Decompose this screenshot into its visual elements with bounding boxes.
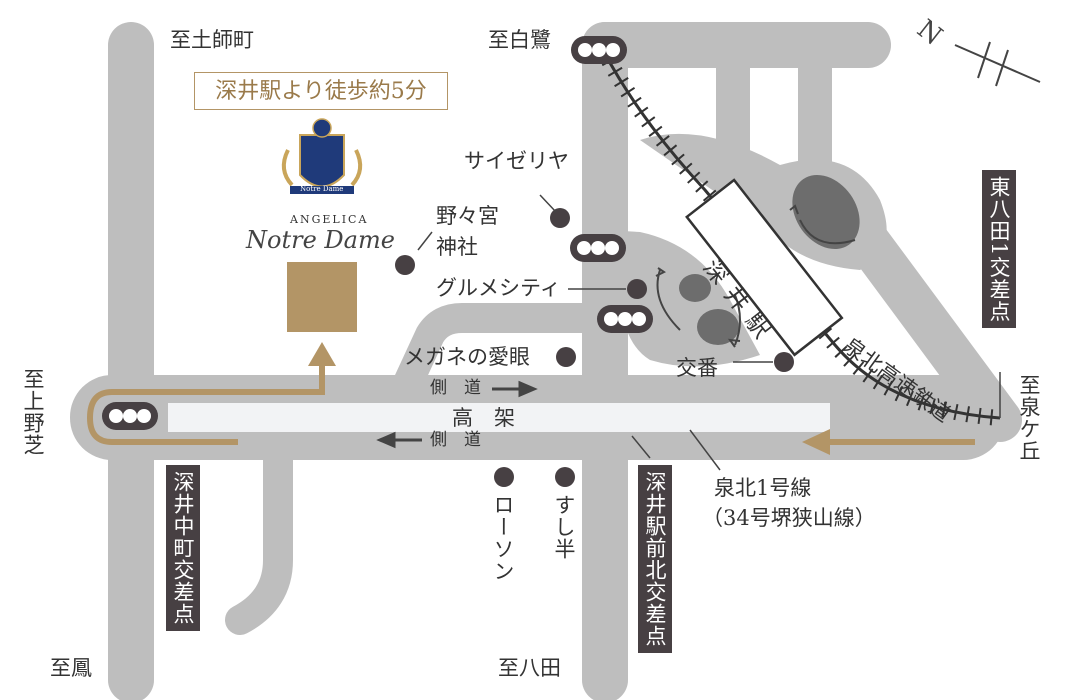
landmark-gourmet-city: グルメシティ [436,276,561,300]
side-road-bottom-label: 側 道 [430,430,481,450]
dir-otori: 至鳳 [50,656,92,680]
roundabout-island-mid [679,274,711,302]
landmark-nonomiya-1: 野々宮 [436,204,499,228]
landmark-lawson: ローソン [491,494,515,582]
dot-saizeriya [550,208,570,228]
traffic-light-gourmet [597,305,653,333]
route-arrow-up [308,342,336,366]
crest-ribbon-text: Notre Dame [300,185,344,193]
roundabout-island-upper [792,174,860,250]
dir-shirasagi: 至白鷺 [488,28,551,52]
route-line-2: （34号堺狭山線） [702,506,876,530]
dot-nonomiya [395,255,415,275]
traffic-light-mid [570,234,626,262]
roundabout-arrows [655,204,856,348]
side-road-arrows [376,380,538,449]
landmark-koban: 交番 [676,356,718,380]
traffic-light-left [102,402,158,430]
road-curve-bottom-left [225,403,293,635]
walk-time-note: 深井駅より徒歩約5分 [194,72,448,110]
station-building [685,178,844,357]
viaduct-band [168,403,830,432]
dot-gourmet-city [627,279,647,299]
dot-lawson [494,467,514,487]
roundabout-island-low [697,309,739,345]
route-arrow-left [802,429,830,455]
dot-sushihan [555,467,575,487]
dir-tsuchiyamachi: 至土師町 [170,28,254,52]
traffic-light-shirasagi [571,36,627,64]
dot-koban [774,352,794,372]
brand-top: ANGELICA [290,213,369,226]
landmark-sushihan: すし半 [552,494,576,560]
dir-kaminoshiba: 至上野芝 [21,368,45,456]
dot-megane [556,347,576,367]
north-arrow [954,41,1041,87]
intersection-fukaiekimaekita: 深井駅前北交差点 [638,465,672,653]
landmark-saizeriya: サイゼリヤ [464,149,569,173]
brand-name: Notre Dame [246,226,395,254]
walking-route [86,362,975,445]
viaduct-label: 高 架 [452,406,515,430]
landmark-dots [395,208,794,487]
road-gourmet-link [385,303,600,415]
dir-izumigaoka: 至泉ケ丘 [1017,374,1041,462]
leader-lines [417,194,1001,471]
route-line-1: 泉北1号線 [714,476,812,500]
intersection-higashihatta: 東八田1交差点 [982,170,1016,329]
dir-hatta: 至八田 [498,656,561,680]
hall-location-marker [287,262,357,332]
intersection-fukainakamachi: 深井中町交差点 [166,465,200,631]
landmark-megane: メガネの愛眼 [404,345,530,369]
landmark-nonomiya-2: 神社 [436,235,478,259]
crest-logo [281,118,363,194]
side-road-top-label: 側 道 [430,378,481,398]
